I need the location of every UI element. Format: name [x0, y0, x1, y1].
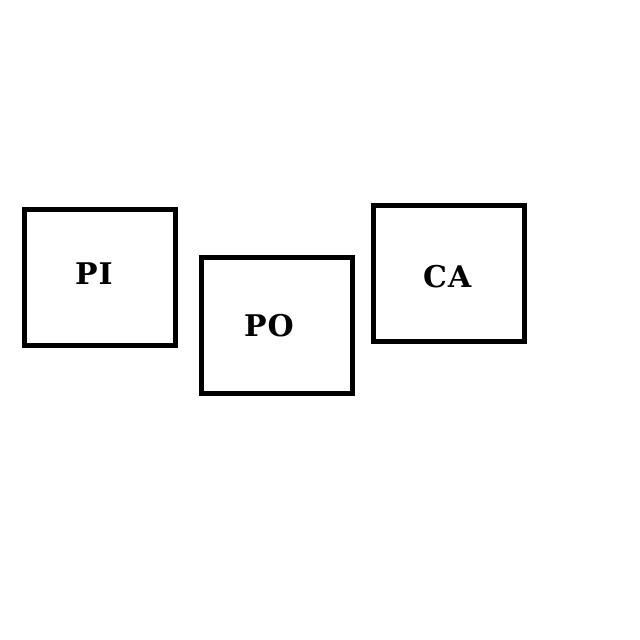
box-ca-label: CA — [423, 260, 473, 295]
box-po-label: PO — [244, 309, 295, 344]
box-pi-label: PI — [75, 257, 114, 292]
box-pi: PI — [22, 207, 178, 348]
box-po: PO — [199, 255, 355, 396]
box-ca: CA — [371, 203, 527, 344]
